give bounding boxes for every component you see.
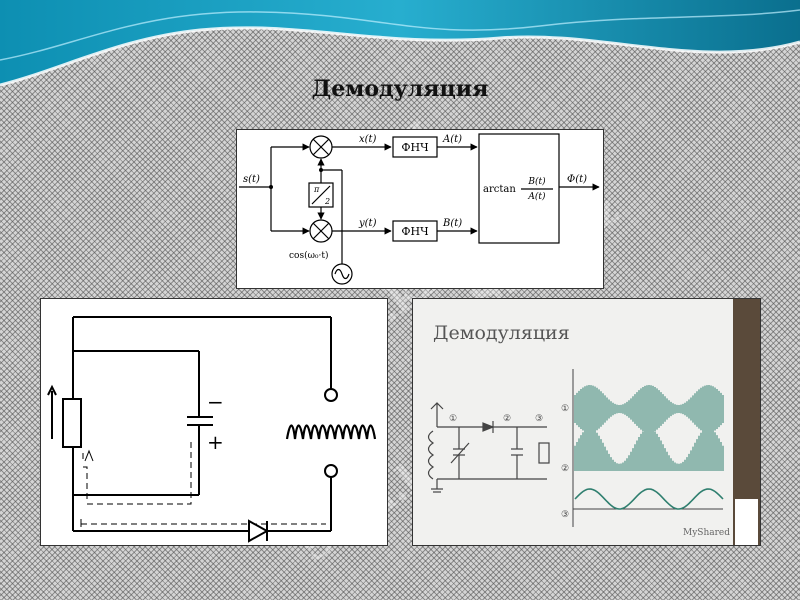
b-output-label: B(t)	[442, 218, 462, 229]
rectified-waveform	[574, 427, 724, 471]
node-label-1: ①	[449, 414, 457, 424]
myshared-credit: MyShared	[683, 528, 730, 538]
demodulation-slide-photo: Демодуляция ① ② ③ ① ② ③	[412, 298, 761, 546]
header-banner	[0, 0, 800, 87]
lower-branch-label: y(t)	[358, 218, 377, 229]
envelope-waveform	[574, 488, 724, 510]
arctan-denominator: A(t)	[527, 191, 546, 202]
wave-label-1: ①	[561, 404, 569, 414]
slide-title: Демодуляция	[311, 76, 489, 102]
wave-label-2: ②	[561, 464, 569, 474]
oscillator-label: cos(ω₀·t)	[289, 250, 329, 261]
input-signal-label: s(t)	[243, 174, 260, 185]
arctan-label: arctan	[483, 184, 516, 195]
plus-sign: +	[207, 430, 224, 454]
wave-label-3: ③	[561, 510, 569, 520]
node-label-3: ③	[535, 414, 543, 424]
lpf-lower-label: ФНЧ	[401, 225, 428, 238]
minus-sign: −	[207, 390, 224, 414]
arctan-numerator: B(t)	[527, 176, 546, 187]
detector-circuit-drawing: − +	[40, 298, 388, 546]
upper-branch-label: x(t)	[359, 134, 377, 145]
photo-heading: Демодуляция	[433, 322, 570, 344]
lpf-upper-label: ФНЧ	[401, 141, 428, 154]
phase-shift-numerator: π	[313, 185, 320, 194]
node-label-2: ②	[503, 414, 511, 424]
phase-output-label: Φ(t)	[567, 174, 587, 185]
a-output-label: A(t)	[442, 134, 462, 145]
iq-demodulator-diagram: s(t) x(t) y(t) ФНЧ ФНЧ A(t) B(t) arctan …	[236, 129, 604, 289]
phase-shift-denominator: 2	[324, 197, 330, 206]
am-carrier-waveform	[574, 385, 724, 433]
